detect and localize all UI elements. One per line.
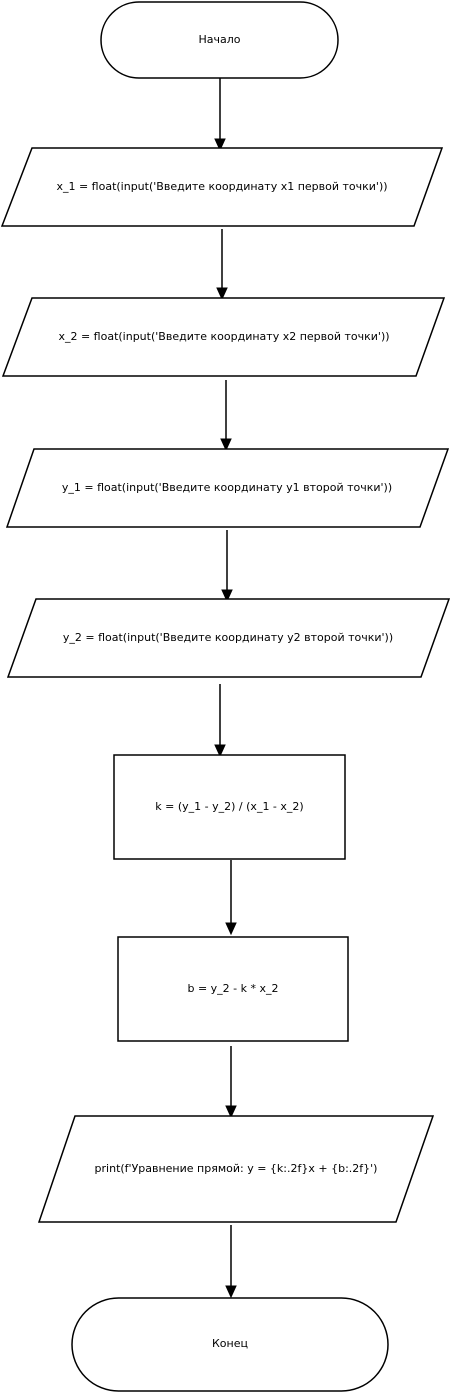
input-y1-parallelogram <box>5 448 450 528</box>
input-y2-label: y_2 = float(input('Введите координату y2… <box>63 631 393 644</box>
input-x2-node: x_2 = float(input('Введите координату x2… <box>1 297 446 377</box>
end-label: Конец <box>212 1337 248 1350</box>
input-y1-label: y_1 = float(input('Введите координату y1… <box>62 481 392 494</box>
output-node: print(f'Уравнение прямой: y = {k:.2f}x +… <box>37 1115 435 1223</box>
calc-k-node: k = (y_1 - y_2) / (x_1 - x_2) <box>113 754 346 860</box>
end-node: Конец <box>71 1297 389 1392</box>
calc-b-label: b = y_2 - k * x_2 <box>187 982 278 995</box>
input-x1-node: x_1 = float(input('Введите координату x1… <box>0 147 444 227</box>
calc-b-node: b = y_2 - k * x_2 <box>117 936 349 1042</box>
calc-k-label: k = (y_1 - y_2) / (x_1 - x_2) <box>155 800 303 813</box>
start-node: Начало <box>100 1 339 79</box>
start-label: Начало <box>198 33 240 46</box>
input-x2-parallelogram <box>1 297 446 377</box>
arrow-y2-to-k <box>214 684 226 758</box>
input-y1-node: y_1 = float(input('Введите координату y1… <box>5 448 450 528</box>
input-y2-parallelogram <box>6 598 451 678</box>
input-y2-node: y_2 = float(input('Введите координату y2… <box>6 598 451 678</box>
end-terminator-shape <box>71 1297 389 1392</box>
arrow-k-to-b <box>225 860 237 936</box>
input-x1-parallelogram <box>0 147 444 227</box>
arrow-y1-to-y2 <box>221 530 233 603</box>
output-parallelogram <box>37 1115 435 1223</box>
input-x1-label: x_1 = float(input('Введите координату x1… <box>56 180 387 193</box>
arrow-b-to-output <box>225 1046 237 1119</box>
arrow-start-to-x1 <box>214 78 226 152</box>
arrow-x1-to-x2 <box>216 229 228 301</box>
calc-k-rectangle <box>113 754 346 860</box>
arrow-output-to-end <box>225 1225 237 1299</box>
output-label: print(f'Уравнение прямой: y = {k:.2f}x +… <box>95 1162 378 1175</box>
calc-b-rectangle <box>117 936 349 1042</box>
arrow-x2-to-y1 <box>220 380 232 452</box>
input-x2-label: x_2 = float(input('Введите координату x2… <box>58 330 389 343</box>
